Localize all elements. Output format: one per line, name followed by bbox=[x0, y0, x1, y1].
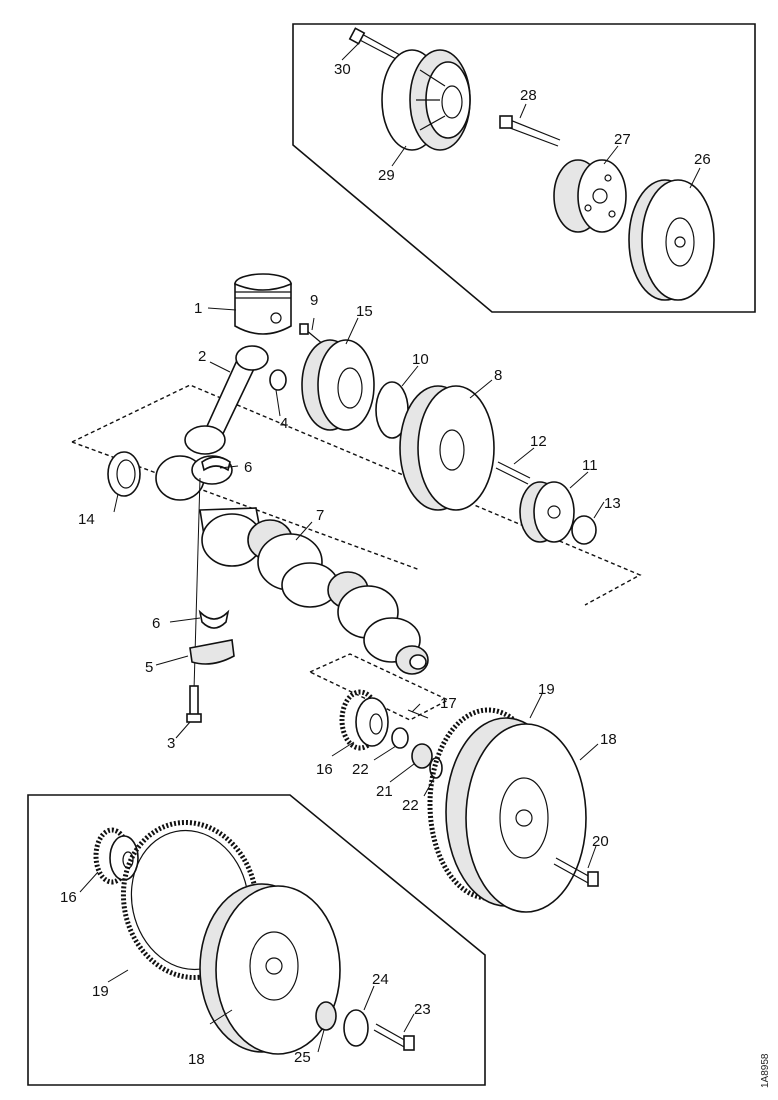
callout-2: 2 bbox=[198, 348, 206, 365]
callout-14: 14 bbox=[78, 511, 95, 528]
disc-8-icon bbox=[399, 385, 495, 511]
inset-frame-flywheel bbox=[27, 794, 486, 1086]
pulley-15-icon bbox=[301, 339, 375, 431]
callout-13: 13 bbox=[604, 495, 621, 512]
callout-17: 17 bbox=[440, 695, 457, 712]
callout-21: 21 bbox=[376, 783, 393, 800]
bush-21-icon bbox=[411, 743, 433, 769]
callout-25: 25 bbox=[294, 1049, 311, 1066]
callout-8: 8 bbox=[494, 367, 502, 384]
callout-5: 5 bbox=[145, 659, 153, 676]
callout-9: 9 bbox=[310, 292, 318, 309]
washer-22a-icon bbox=[391, 727, 409, 749]
seal-14-icon bbox=[107, 451, 141, 497]
hub-27-icon bbox=[553, 159, 627, 233]
callout-28: 28 bbox=[520, 87, 537, 104]
callout-12: 12 bbox=[530, 433, 547, 450]
callout-27: 27 bbox=[614, 131, 631, 148]
bearing-cap-5-icon bbox=[189, 639, 235, 665]
washer-24-icon bbox=[343, 1009, 369, 1047]
callout-10: 10 bbox=[412, 351, 429, 368]
callout-22b: 22 bbox=[402, 797, 419, 814]
bearing-shell-6-icon bbox=[198, 456, 231, 629]
bush-25-icon bbox=[315, 1001, 337, 1031]
flywheel-18-inset-icon bbox=[199, 883, 341, 1055]
crankshaft-7-icon bbox=[155, 455, 429, 675]
dashed-line-a bbox=[71, 441, 421, 571]
callout-19a: 19 bbox=[538, 681, 555, 698]
document-id: 1A8958 bbox=[760, 1053, 771, 1088]
bolt-20-icon bbox=[553, 857, 599, 887]
piston-1-icon bbox=[234, 273, 292, 335]
callout-29: 29 bbox=[378, 167, 395, 184]
callout-4: 4 bbox=[280, 415, 288, 432]
callout-18b: 18 bbox=[188, 1051, 205, 1068]
ribbed-pulley-29-icon bbox=[381, 49, 471, 151]
callout-1: 1 bbox=[194, 300, 202, 317]
leader-lines bbox=[79, 43, 701, 1053]
sprocket-16-icon bbox=[339, 689, 389, 751]
callout-30: 30 bbox=[334, 61, 351, 78]
callout-19b: 19 bbox=[92, 983, 109, 1000]
callout-15: 15 bbox=[356, 303, 373, 320]
callout-26: 26 bbox=[694, 151, 711, 168]
sprocket-16-inset-icon bbox=[93, 827, 139, 885]
bolt-28-icon bbox=[499, 115, 561, 147]
callout-7: 7 bbox=[316, 507, 324, 524]
callout-11: 11 bbox=[582, 457, 598, 474]
callout-20: 20 bbox=[592, 833, 609, 850]
inset-frame-damper bbox=[292, 23, 756, 313]
connecting-rod-2-icon bbox=[184, 345, 269, 455]
bolt-12-icon bbox=[495, 461, 531, 485]
damper-disc-26-icon bbox=[628, 179, 715, 301]
callout-3: 3 bbox=[167, 735, 175, 752]
callout-23: 23 bbox=[414, 1001, 431, 1018]
callout-6a: 6 bbox=[244, 459, 252, 476]
flywheel-18-icon bbox=[427, 707, 587, 913]
callout-18a: 18 bbox=[600, 731, 617, 748]
dashed-assembly-boundary bbox=[71, 384, 642, 606]
bolt-23-icon bbox=[373, 1023, 415, 1051]
bolt-30-icon bbox=[348, 27, 401, 61]
bush-4-icon bbox=[269, 369, 287, 391]
callout-16a: 16 bbox=[316, 761, 333, 778]
callout-24: 24 bbox=[372, 971, 389, 988]
callout-22a: 22 bbox=[352, 761, 369, 778]
callout-6b: 6 bbox=[152, 615, 160, 632]
bolt-3-icon bbox=[186, 685, 202, 723]
callout-16b: 16 bbox=[60, 889, 77, 906]
collar-13-icon bbox=[571, 515, 597, 545]
hub-11-icon bbox=[519, 481, 575, 543]
pin-17-icon bbox=[407, 709, 429, 719]
